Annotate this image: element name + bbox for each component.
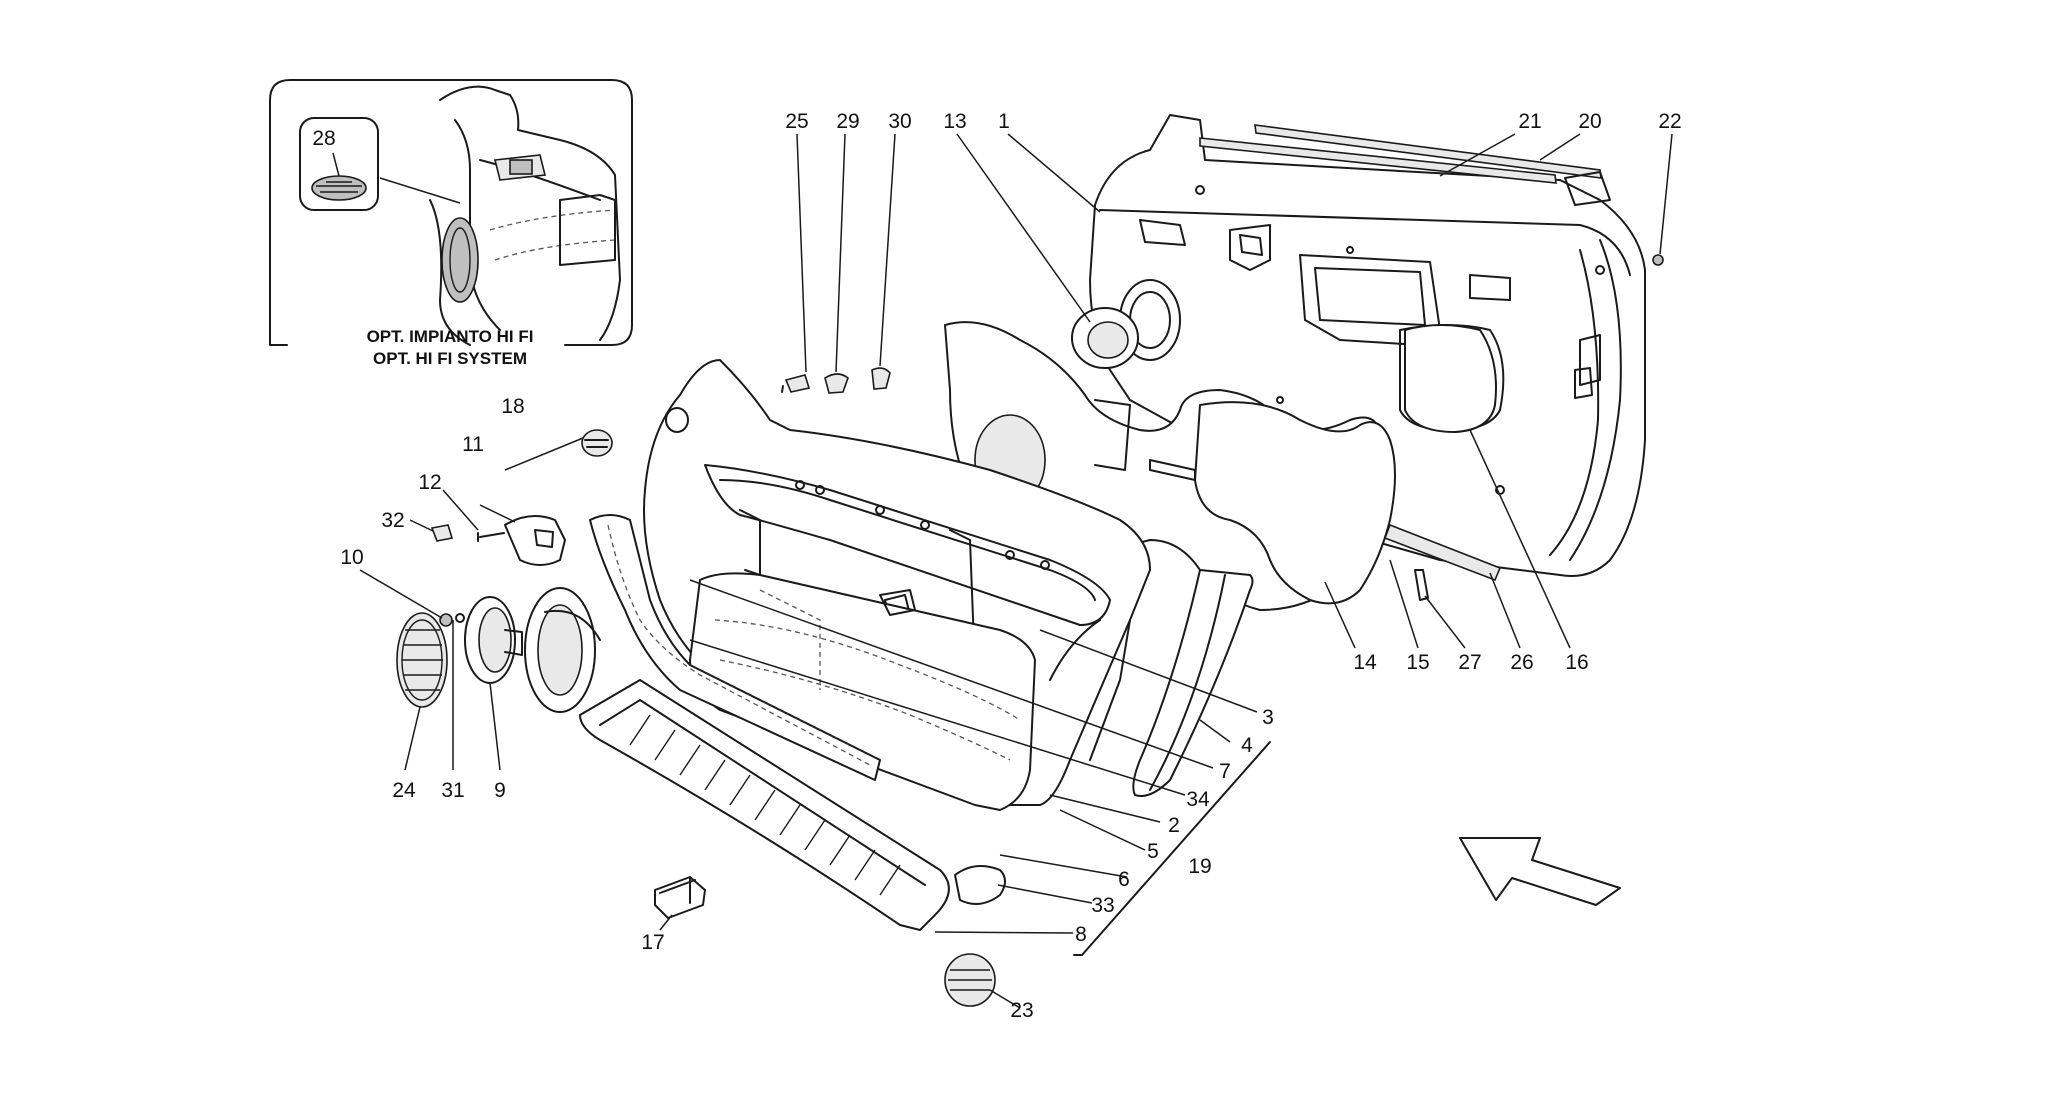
- hifi-inset: 28 OPT. IMPIANTO HI FI OPT. HI FI SYSTEM: [269, 79, 633, 368]
- inset-caption-it: OPT. IMPIANTO HI FI: [367, 327, 534, 346]
- door-shell: [1089, 114, 1664, 601]
- plug-18: [581, 429, 613, 457]
- callout-24: 24: [392, 779, 416, 802]
- callout-16: 16: [1565, 651, 1588, 674]
- group-bracket-19: [1081, 741, 1271, 956]
- callout-5: 5: [1147, 840, 1159, 863]
- armrest-rail: [704, 464, 1111, 626]
- callout-27: 27: [1458, 651, 1481, 674]
- seal-16: [1404, 324, 1497, 433]
- arrow-up-left-icon: [1459, 837, 1621, 906]
- handle-cover-11: [504, 515, 566, 566]
- callout-32: 32: [381, 509, 404, 532]
- inset-callout-box: [299, 117, 379, 211]
- callout-10: 10: [340, 546, 363, 569]
- side-strip-7: [589, 514, 881, 781]
- callout-7: 7: [1219, 760, 1231, 783]
- callout-13: 13: [943, 110, 966, 133]
- callout-21: 21: [1518, 110, 1541, 133]
- speaker-ring-13: [1071, 307, 1139, 369]
- callout-3: 3: [1262, 706, 1274, 729]
- callout-31: 31: [441, 779, 464, 802]
- callout-25: 25: [785, 110, 808, 133]
- clip-17: [654, 876, 706, 919]
- callout-6: 6: [1118, 868, 1130, 891]
- callout-15: 15: [1406, 651, 1429, 674]
- callout-8: 8: [1075, 923, 1087, 946]
- clip-32: [430, 524, 454, 542]
- callout-14: 14: [1353, 651, 1377, 674]
- callout-34: 34: [1186, 788, 1210, 811]
- pull-strip-3: [1132, 569, 1254, 797]
- window-seal-inner: [1199, 137, 1557, 184]
- callout-11: 11: [462, 433, 484, 456]
- callout-12: 12: [418, 471, 441, 494]
- lower-trim-8: [579, 679, 1006, 931]
- callout-18: 18: [501, 395, 524, 418]
- callout-1: 1: [998, 110, 1010, 133]
- speaker-assembly: [396, 587, 601, 713]
- inset-callout-28: 28: [312, 127, 335, 150]
- fastener-30: [871, 367, 891, 390]
- fastener-22-icon: [1652, 254, 1664, 266]
- callout-22: 22: [1658, 110, 1681, 133]
- leader-lines: [359, 133, 1673, 1009]
- inset-frame: [269, 79, 633, 346]
- callout-19: 19: [1188, 855, 1211, 878]
- callout-23: 23: [1010, 999, 1033, 1022]
- screw-10-icon: [439, 613, 453, 627]
- sound-deadener-15: [1194, 401, 1396, 605]
- small-parts: [430, 367, 996, 1007]
- callout-2: 2: [1168, 814, 1180, 837]
- callout-33: 33: [1091, 894, 1114, 917]
- door-trim-panel: [643, 359, 1254, 811]
- fastener-29: [824, 373, 849, 394]
- callout-26: 26: [1510, 651, 1533, 674]
- tweeter-grille-icon: [311, 175, 367, 201]
- callout-29: 29: [836, 110, 859, 133]
- handle-cup-33: [954, 865, 1006, 905]
- callout-4: 4: [1241, 734, 1253, 757]
- inset-speaker-icon: [441, 217, 479, 303]
- window-seal-outer: [1254, 124, 1602, 179]
- fastener-25: [784, 374, 811, 393]
- callout-9: 9: [494, 779, 506, 802]
- callout-30: 30: [888, 110, 911, 133]
- inset-caption-en: OPT. HI FI SYSTEM: [373, 349, 527, 368]
- callout-17: 17: [641, 931, 664, 954]
- callout-numbers: 25 29 30 13 1 21 20 22 18 11 12 32 10 24…: [340, 110, 1681, 1022]
- callout-20: 20: [1578, 110, 1601, 133]
